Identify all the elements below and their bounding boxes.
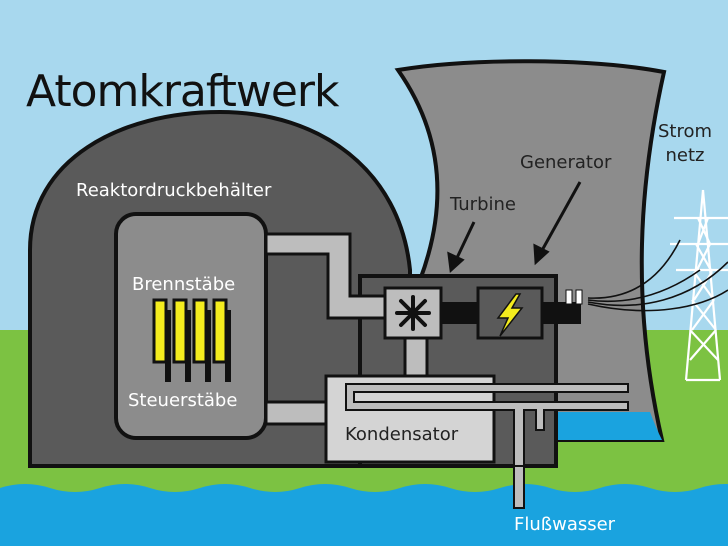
condenser-label: Kondensator bbox=[345, 424, 459, 445]
control-rods-label: Steuerstäbe bbox=[128, 390, 238, 411]
terminal-right bbox=[575, 289, 583, 305]
fuel-rods bbox=[152, 298, 228, 364]
turbine-label: Turbine bbox=[450, 194, 516, 215]
river-water bbox=[0, 484, 728, 546]
generator-arrow bbox=[533, 181, 582, 266]
power-grid-label: Strom netz bbox=[650, 120, 720, 168]
intake-pipe bbox=[513, 465, 525, 509]
reactor-vessel-label: Reaktordruckbehälter bbox=[76, 180, 272, 201]
power-grid-label-line2: netz bbox=[665, 145, 705, 166]
turbine-icon bbox=[395, 295, 431, 331]
control-rods bbox=[165, 310, 231, 382]
tower-water bbox=[550, 412, 662, 440]
cooling-tower bbox=[394, 59, 667, 442]
power-pylon-icon bbox=[670, 189, 728, 382]
diagram-title: Atomkraftwerk bbox=[26, 66, 339, 117]
terminal-left bbox=[565, 289, 573, 305]
generator-label: Generator bbox=[520, 152, 612, 173]
fuel-rods-label: Brennstäbe bbox=[132, 274, 236, 295]
power-grid-label-line1: Strom bbox=[657, 121, 713, 142]
power-lines bbox=[587, 239, 728, 312]
river-water-label: Flußwasser bbox=[514, 514, 616, 535]
lightning-icon bbox=[496, 293, 524, 337]
turbine-arrow bbox=[447, 221, 476, 274]
